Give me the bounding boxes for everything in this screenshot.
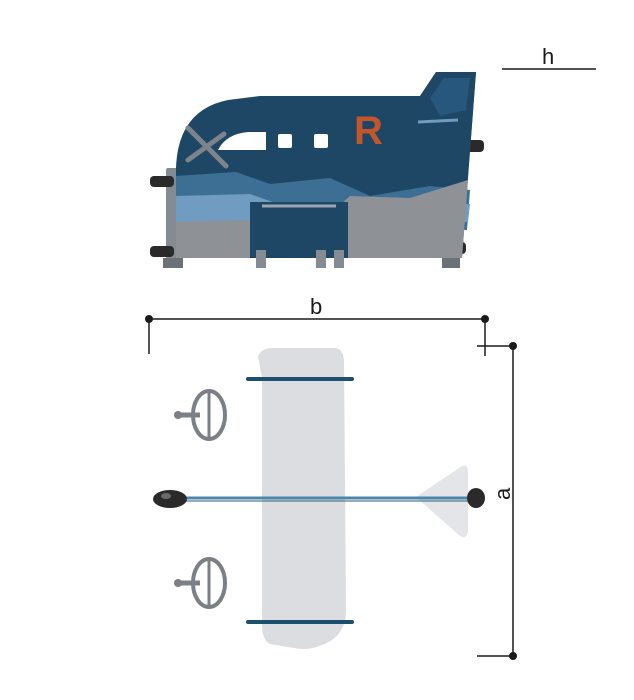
front-handle-shine bbox=[161, 493, 171, 499]
width-label: b bbox=[310, 294, 322, 319]
logo-letter: R bbox=[354, 109, 383, 153]
windshield bbox=[218, 132, 266, 150]
tail-fin-highlight bbox=[430, 78, 470, 116]
window-2 bbox=[314, 134, 328, 148]
steering-wheel-bottom bbox=[174, 557, 227, 609]
left-handle-bottom bbox=[150, 246, 174, 257]
window-1 bbox=[278, 134, 292, 148]
left-handle-top bbox=[150, 176, 174, 187]
steering-shaft-knob-top bbox=[174, 411, 182, 419]
height-dimension: h bbox=[502, 44, 596, 70]
length-dimension: a bbox=[477, 342, 517, 660]
steering-shaft-knob-bottom bbox=[174, 579, 182, 587]
tail-handle bbox=[467, 488, 485, 508]
height-label: h bbox=[542, 44, 554, 69]
steering-wheel-top bbox=[174, 389, 227, 441]
front-handle bbox=[153, 490, 187, 508]
door-hatch bbox=[250, 202, 348, 258]
length-label: a bbox=[490, 487, 515, 500]
side-view: R bbox=[150, 72, 484, 268]
right-post-foot bbox=[442, 258, 460, 268]
steering-wheel-ring-bottom bbox=[191, 557, 227, 609]
door-leg-right bbox=[334, 250, 344, 268]
tail-stripe bbox=[417, 118, 459, 124]
door-leg-left bbox=[256, 250, 266, 268]
top-view bbox=[153, 348, 485, 649]
steering-wheel-ring-top bbox=[191, 389, 227, 441]
propeller-blade-2 bbox=[185, 131, 227, 163]
width-dimension: b bbox=[145, 294, 489, 356]
left-post-foot bbox=[163, 258, 183, 268]
door-leg-mid bbox=[316, 250, 326, 268]
